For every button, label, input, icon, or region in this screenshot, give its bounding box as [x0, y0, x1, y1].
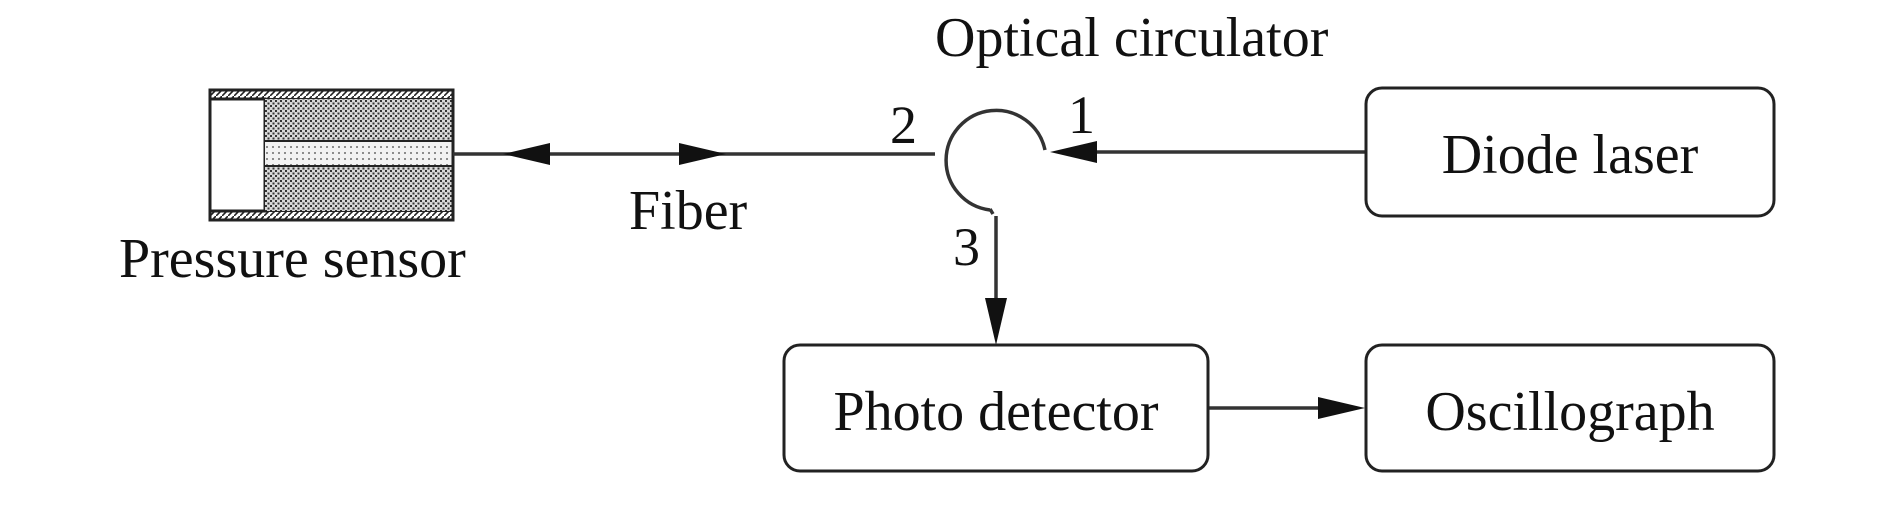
port-1-label: 1: [1068, 85, 1095, 145]
port-2-label: 2: [890, 95, 917, 155]
diode-laser-label: Diode laser: [1442, 124, 1699, 186]
diode-laser-box: Diode laser: [1364, 86, 1776, 218]
port-3-label: 3: [953, 217, 980, 277]
fiber-arrow-left-icon: [503, 143, 550, 165]
optical-circulator-label: Optical circulator: [935, 7, 1329, 69]
photo-detector-label: Photo detector: [833, 381, 1158, 443]
detector-arrow-icon: [985, 298, 1007, 345]
oscillograph-box: Oscillograph: [1364, 343, 1776, 473]
oscillograph-label: Oscillograph: [1425, 381, 1714, 443]
pressure-sensor-label: Pressure sensor: [119, 228, 466, 290]
photo-detector-box: Photo detector: [782, 343, 1210, 473]
pressure-sensor-icon: [208, 88, 455, 222]
fiber-arrow-right-icon: [679, 143, 726, 165]
optical-circulator-icon: [944, 108, 1047, 212]
oscillograph-arrow-icon: [1318, 397, 1365, 419]
laser-arrow-icon: [1050, 141, 1097, 163]
fiber-label: Fiber: [629, 180, 748, 242]
